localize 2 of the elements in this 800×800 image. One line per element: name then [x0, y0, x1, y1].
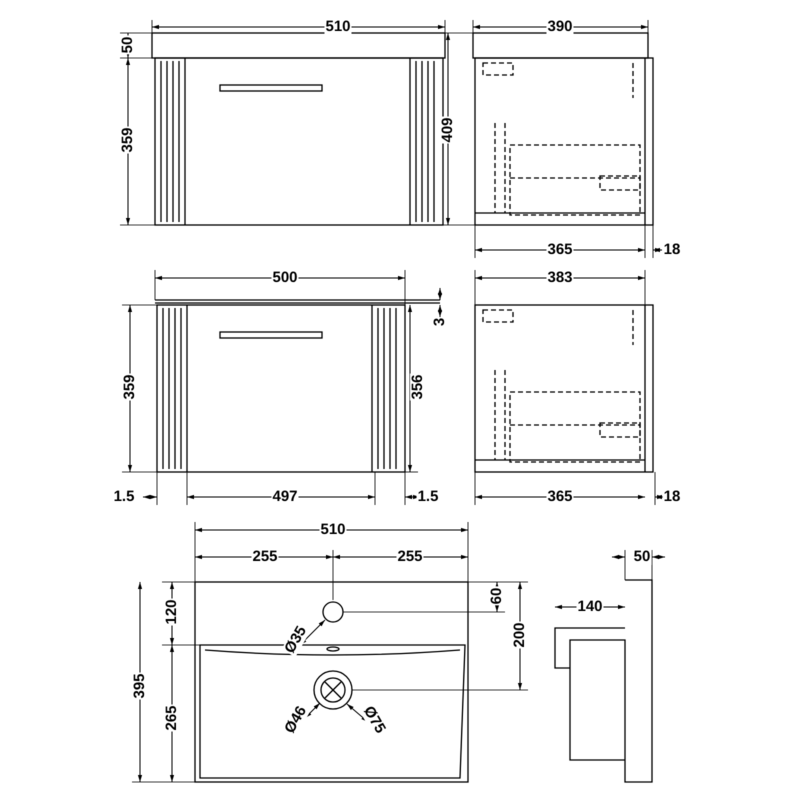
dimension-label: 510: [324, 19, 352, 35]
dimension-label: 390: [546, 19, 574, 35]
